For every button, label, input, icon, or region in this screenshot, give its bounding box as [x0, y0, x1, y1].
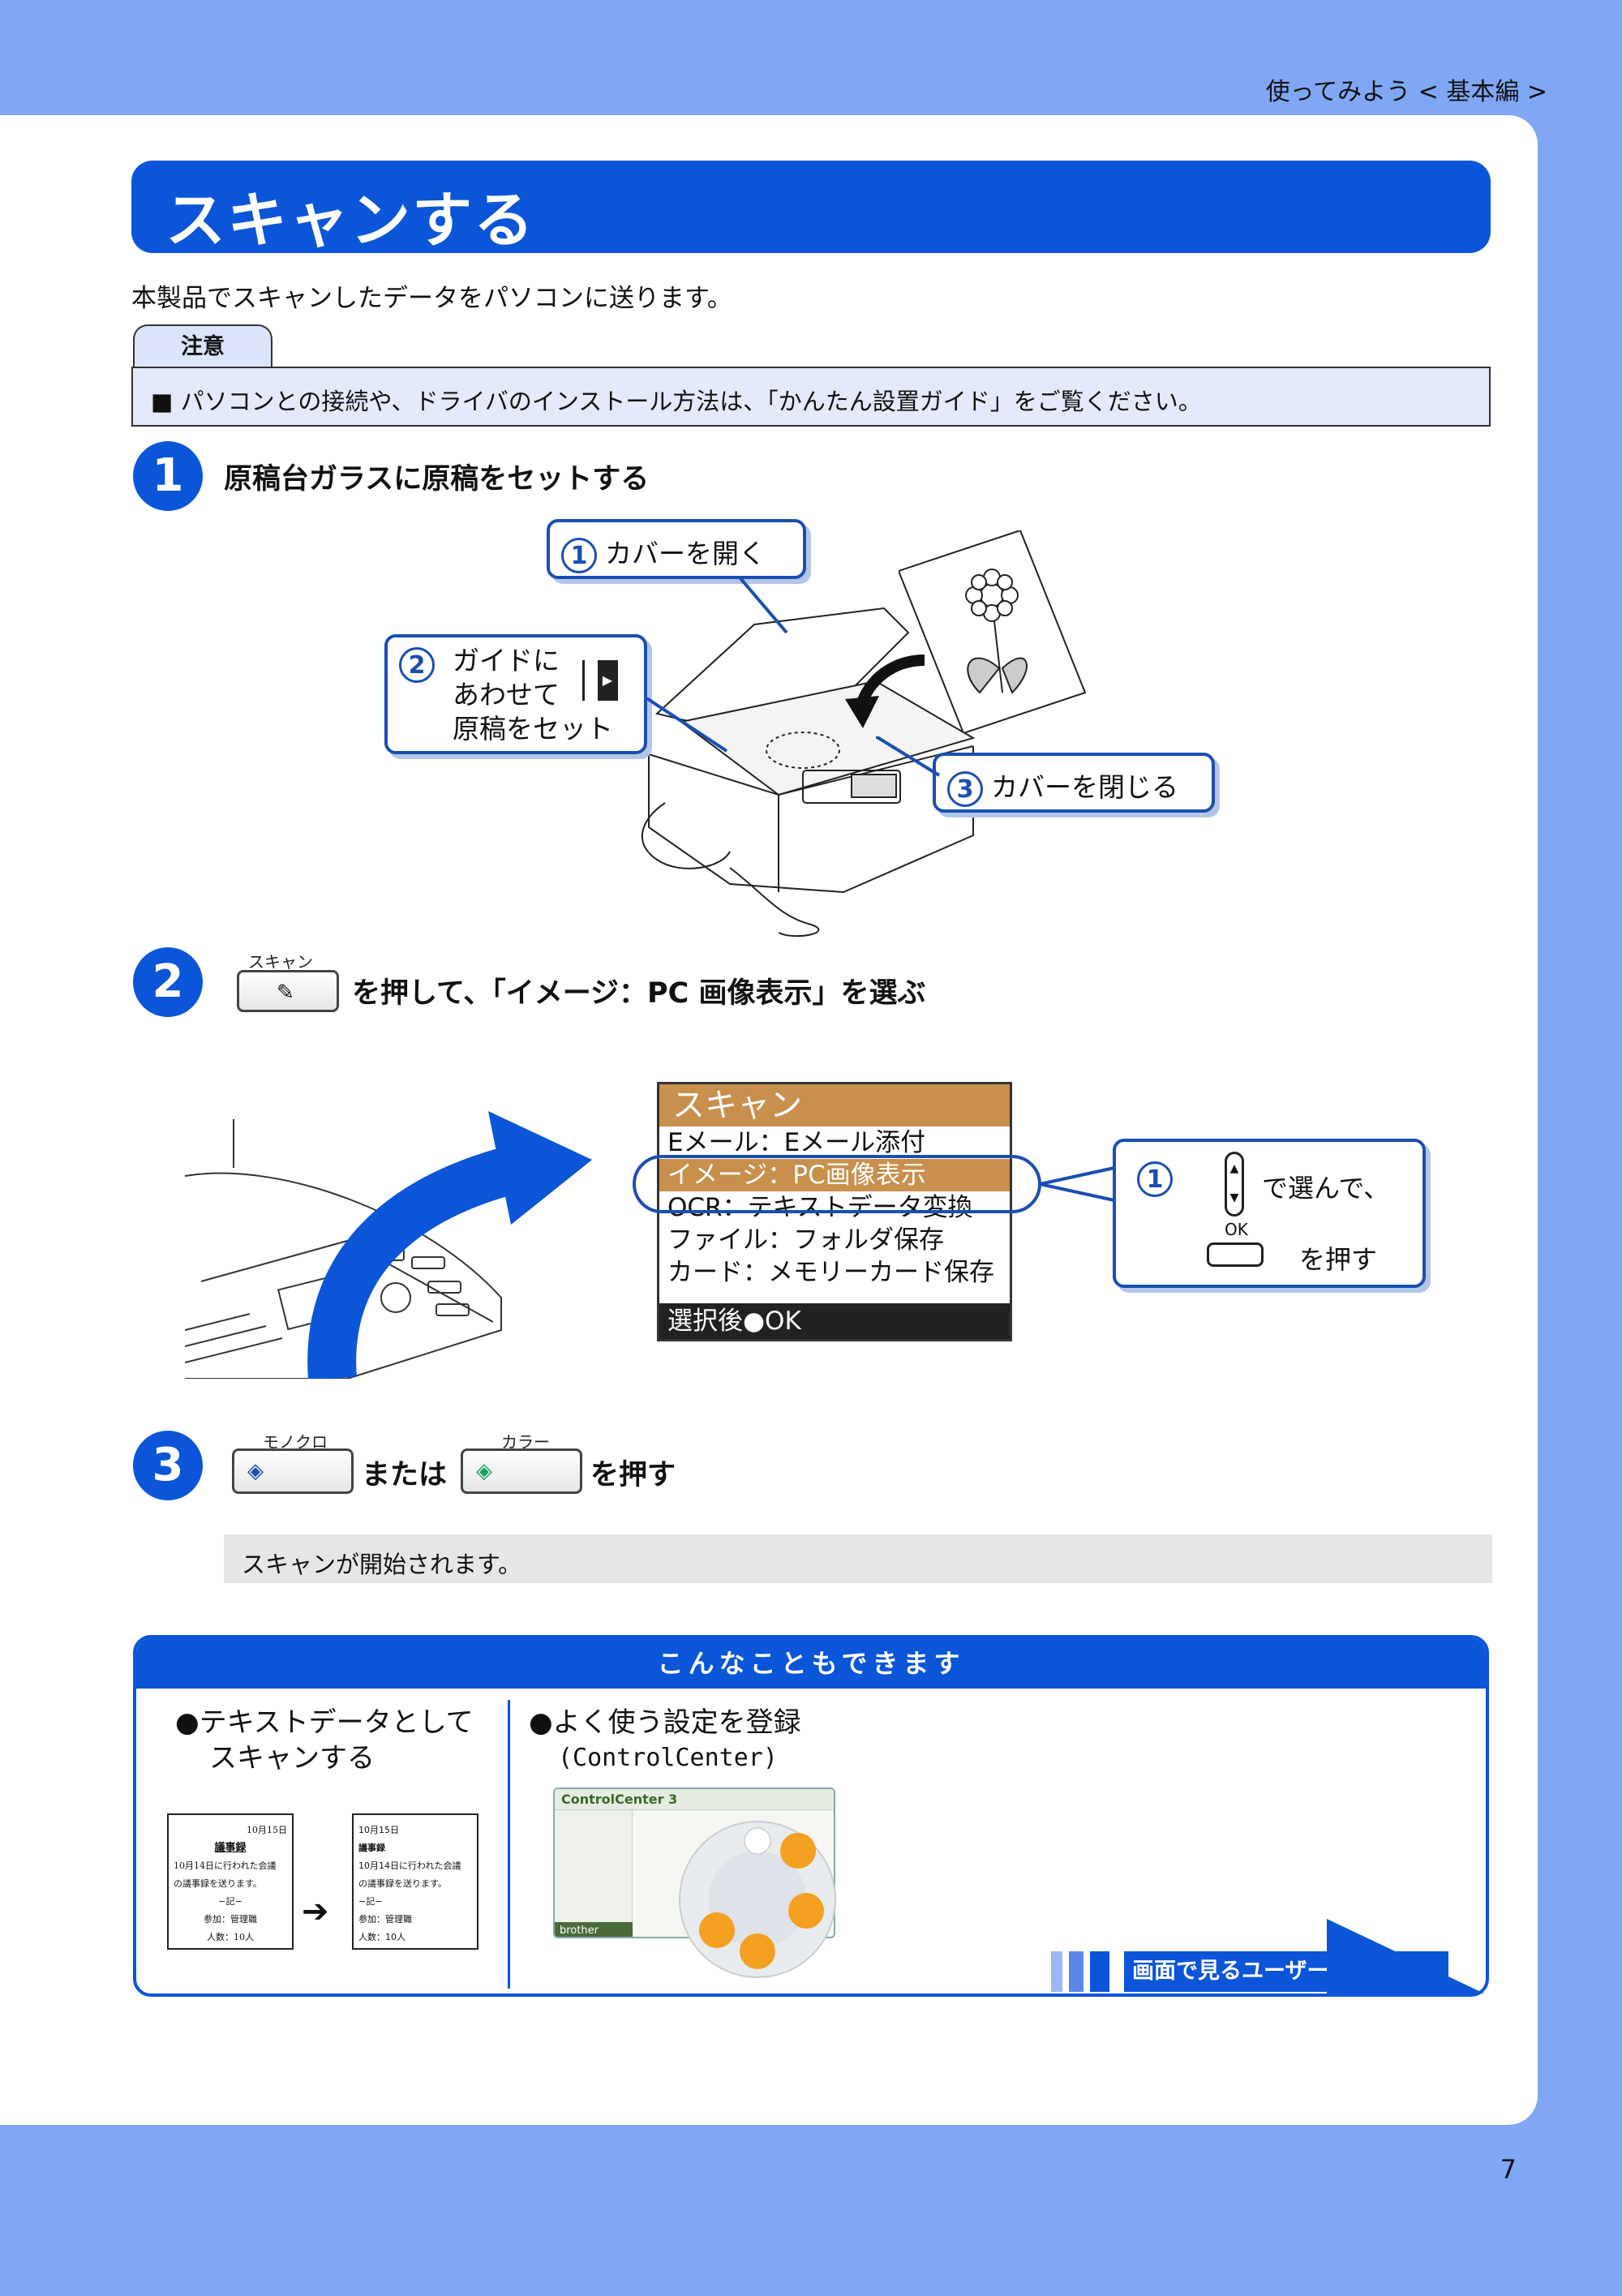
more-item-1-line1: ●テキストデータとして [175, 1706, 474, 1739]
guide-mark-icon: ▶ [582, 660, 618, 701]
callout-step2-number: 1 [1137, 1161, 1173, 1197]
note-text: ■ パソコンとの接続や、ドライバのインストール方法は、「かんたん設置ガイド」をご… [151, 388, 1202, 415]
status-bar: スキャンが開始されます。 [224, 1534, 1492, 1583]
note-box: ■ パソコンとの接続や、ドライバのインストール方法は、「かんたん設置ガイド」をご… [131, 367, 1491, 427]
doc-before-line5: 人数：10人 [207, 1932, 254, 1942]
step-2-number: 2 [133, 947, 203, 1017]
callout-2-number: 2 [399, 647, 435, 683]
title-bar: スキャンする [131, 161, 1491, 255]
doc-before-line1: 10月14日に行われた会議 [174, 1860, 277, 1871]
cc-title: ControlCenter 3 [555, 1789, 834, 1810]
doc-sheet-before: 10月15日 議事録 10月14日に行われた会議 の議事録を送ります。 −記− … [167, 1813, 294, 1950]
callout-1-text: カバーを開く [605, 538, 766, 569]
more-item-control-center: ●よく使う設定を登録 (ControlCenter) [529, 1705, 801, 1776]
document-flower-illustration [899, 530, 1087, 733]
doc-before-line3: −記− [218, 1896, 242, 1907]
step-3-title-end: を押す [590, 1459, 676, 1491]
or-text: または [362, 1459, 448, 1491]
callout-3-pointer [876, 736, 941, 777]
doc-after-line2: の議事録を送ります。 [358, 1878, 447, 1889]
callout-3-text: カバーを閉じる [991, 771, 1178, 803]
start-diamond-color-icon: ◈ [476, 1459, 492, 1483]
scanner-illustration [642, 607, 976, 938]
lcd-row-card: カード：メモリーカード保存 [667, 1258, 994, 1287]
cc-sidebar: brother [555, 1810, 633, 1937]
doc-before-line4: 参加：管理職 [204, 1914, 257, 1925]
callout-2-line3: 原稿をセット [453, 713, 613, 745]
more-divider [508, 1700, 510, 1989]
doc-after-title: 議事録 [358, 1843, 385, 1853]
more-item-text-scan: ●テキストデータとして スキャンする [175, 1705, 474, 1776]
select-arrow-icon [307, 1111, 592, 1379]
callout-2-line1: ガイドに [453, 645, 560, 676]
cc-brand: brother [555, 1922, 633, 1937]
doc-after-line4: 参加：管理職 [358, 1914, 412, 1925]
guide-stripes [1051, 1951, 1109, 1992]
step-1-title: 原稿台ガラスに原稿をセットする [224, 463, 650, 496]
lcd-row-email: Eメール：Eメール添付 [667, 1128, 926, 1157]
scan-key-label: スキャン [248, 952, 313, 972]
step-2-title: を押して、「イメージ：PC 画像表示」を選ぶ [352, 977, 926, 1010]
intro-text: 本製品でスキャンしたデータをパソコンに送ります。 [131, 284, 732, 313]
doc-before-date: 10月15日 [247, 1825, 287, 1835]
callout-1-pointer [738, 577, 788, 634]
callout-select-ok: 1 ▲▼ で選んで、 OK を押す [1113, 1139, 1426, 1288]
lcd-footer: 選択後●OK [659, 1303, 1010, 1339]
doc-before-title: 議事録 [214, 1842, 247, 1854]
callout-open-cover: 1 カバーを開く [547, 519, 806, 579]
more-item-2-line1: ●よく使う設定を登録 [529, 1706, 801, 1739]
scan-key[interactable]: ✎ [237, 970, 339, 1012]
note-tab: 注意 [133, 324, 272, 368]
scanner-icon: ✎ [277, 981, 294, 1005]
lcd-row-ocr: OCR：テキストデータ変換 [667, 1193, 973, 1222]
step-1-number: 1 [133, 441, 203, 511]
more-item-2-line2: (ControlCenter) [558, 1744, 778, 1772]
convert-arrow-icon: ➔ [302, 1893, 329, 1930]
guide-arrow-head [1327, 1919, 1484, 1993]
color-start-key[interactable]: ◈ [461, 1448, 582, 1494]
doc-before-line2: の議事録を送ります。 [174, 1878, 262, 1889]
doc-after-date: 10月15日 [358, 1825, 399, 1835]
cc-dial-illustration [679, 1821, 836, 1978]
page-header: 使ってみよう < 基本編 > [1265, 78, 1547, 106]
page-number: 7 [1500, 2154, 1517, 2185]
page-title: スキャンする [165, 186, 535, 255]
callout-set-document: 2 ガイドに あわせて 原稿をセット ▶ [384, 634, 647, 754]
doc-sheet-after: 10月15日 議事録 10月14日に行われた会議 の議事録を送ります。 −記− … [352, 1813, 478, 1950]
callout-1-number: 1 [561, 537, 597, 573]
callout-step2-line1: で選んで、 [1262, 1173, 1390, 1204]
more-features-heading: こんなこともできます [136, 1638, 1486, 1689]
lcd-highlight-ring [633, 1155, 1041, 1213]
lcd-row-file: ファイル：フォルダ保存 [667, 1225, 944, 1255]
lcd-row-image: イメージ：PC画像表示 [659, 1159, 1010, 1191]
doc-after-line5: 人数：10人 [358, 1932, 406, 1942]
ok-label: OK [1225, 1220, 1248, 1239]
ok-key-icon [1207, 1242, 1264, 1267]
status-text: スキャンが開始されます。 [242, 1551, 522, 1578]
step-3-number: 3 [133, 1431, 203, 1500]
up-down-key-icon: ▲▼ [1225, 1152, 1244, 1217]
doc-after-line3: −記− [358, 1896, 383, 1907]
callout-step2-line2: を押す [1299, 1244, 1378, 1275]
more-item-1-line2: スキャンする [209, 1742, 375, 1775]
close-cover-arrow [845, 654, 925, 728]
lcd-header: スキャン [659, 1084, 1010, 1127]
doc-after-line1: 10月14日に行われた会議 [358, 1860, 461, 1871]
callout-2-line2: あわせて [453, 679, 560, 710]
callout-2-pointer [646, 697, 728, 753]
mono-start-key[interactable]: ◈ [232, 1448, 354, 1494]
callout-3-number: 3 [947, 770, 983, 807]
lcd-callout-pointer [1040, 1166, 1115, 1202]
start-diamond-icon: ◈ [247, 1459, 264, 1483]
